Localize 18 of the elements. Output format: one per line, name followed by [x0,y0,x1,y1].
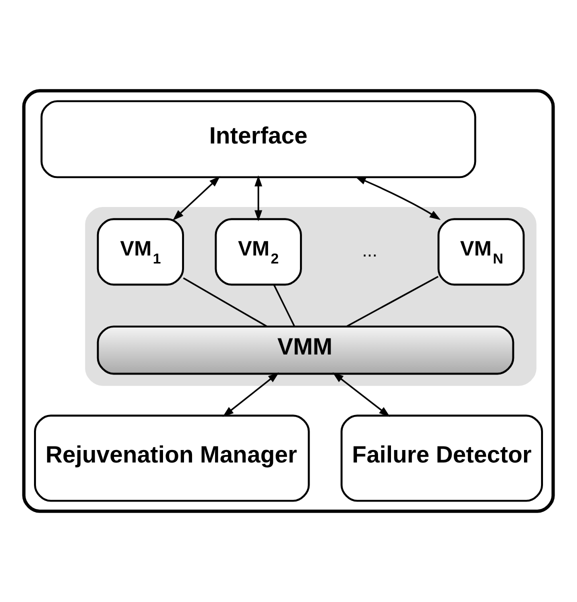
arrow [332,372,390,417]
arrow [172,176,220,220]
node-box: Rejuvenation Manager [34,414,310,502]
connector [273,284,296,327]
label: ... [362,240,378,261]
arrow [354,176,441,220]
arrow [254,175,262,222]
connector [183,277,268,328]
connector [346,276,439,328]
cluster [22,89,555,513]
node-box: VM$_{N}$ [438,218,525,286]
node-box: VMM [96,326,514,375]
cluster [85,207,536,386]
node-box: VM$_{2}$ [214,218,302,286]
node-box: Failure Detector [340,414,543,502]
arrow [222,372,280,417]
node-box: Interface [40,100,476,178]
node-box: VM$_{1}$ [96,218,184,286]
